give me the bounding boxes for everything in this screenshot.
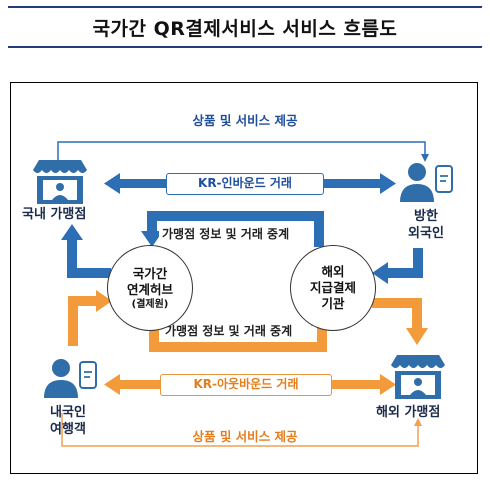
overseas-hub-line3: 기관 [321,296,345,311]
foreign-visitor-line1: 방한 [414,209,438,224]
person-phone-icon [44,359,97,398]
orange-traveler-to-korea-hub [68,290,112,346]
bottom-service-arrow [61,413,422,447]
top-service-arrow [57,141,429,165]
overseas-hub: 해외 지급결제 기관 [290,245,376,331]
domestic-traveler-label: 내국인 여행객 [40,404,96,438]
korea-hub: 국가간 연계허브 (결제원) [107,245,193,331]
foreign-visitor-label: 방한 외국인 [398,208,454,242]
blue-korea-hub-to-merchant [61,224,111,278]
page-title: 국가간 QR결제서비스 서비스 흐름도 [92,17,398,40]
bottom-service-label: 상품 및 서비스 제공 [192,429,298,444]
domestic-traveler-line2: 여행객 [50,422,86,437]
relay-label-upper: 가맹점 정보 및 거래 중계 [159,225,293,242]
blue-overseas-to-korea-hub [141,211,324,247]
outbound-label: KR-아웃바운드 거래 [160,374,332,396]
store-icon [391,355,445,399]
title-bar: 국가간 QR결제서비스 서비스 흐름도 [8,6,482,48]
korea-hub-line2: 연계허브 [126,281,173,297]
blue-visitor-to-overseas-hub [372,248,423,284]
korea-hub-line1: 국가간 [132,265,168,281]
overseas-hub-line1: 해외 [321,264,345,279]
overseas-merchant-label: 해외 가맹점 [376,405,441,420]
domestic-traveler-line1: 내국인 [50,405,86,420]
domestic-merchant-label: 국내 가맹점 [22,207,87,222]
person-phone-icon [400,163,453,202]
overseas-hub-line2: 지급결제 [309,280,356,295]
orange-overseas-hub-to-merchant [372,298,428,345]
korea-hub-line3: (결제원) [131,298,169,310]
relay-label-lower: 가맹점 정보 및 거래 중계 [162,322,296,339]
inbound-label: KR-인바운드 거래 [166,173,324,195]
store-icon [33,160,87,204]
top-service-label: 상품 및 서비스 제공 [192,113,298,128]
foreign-visitor-line2: 외국인 [408,226,444,241]
